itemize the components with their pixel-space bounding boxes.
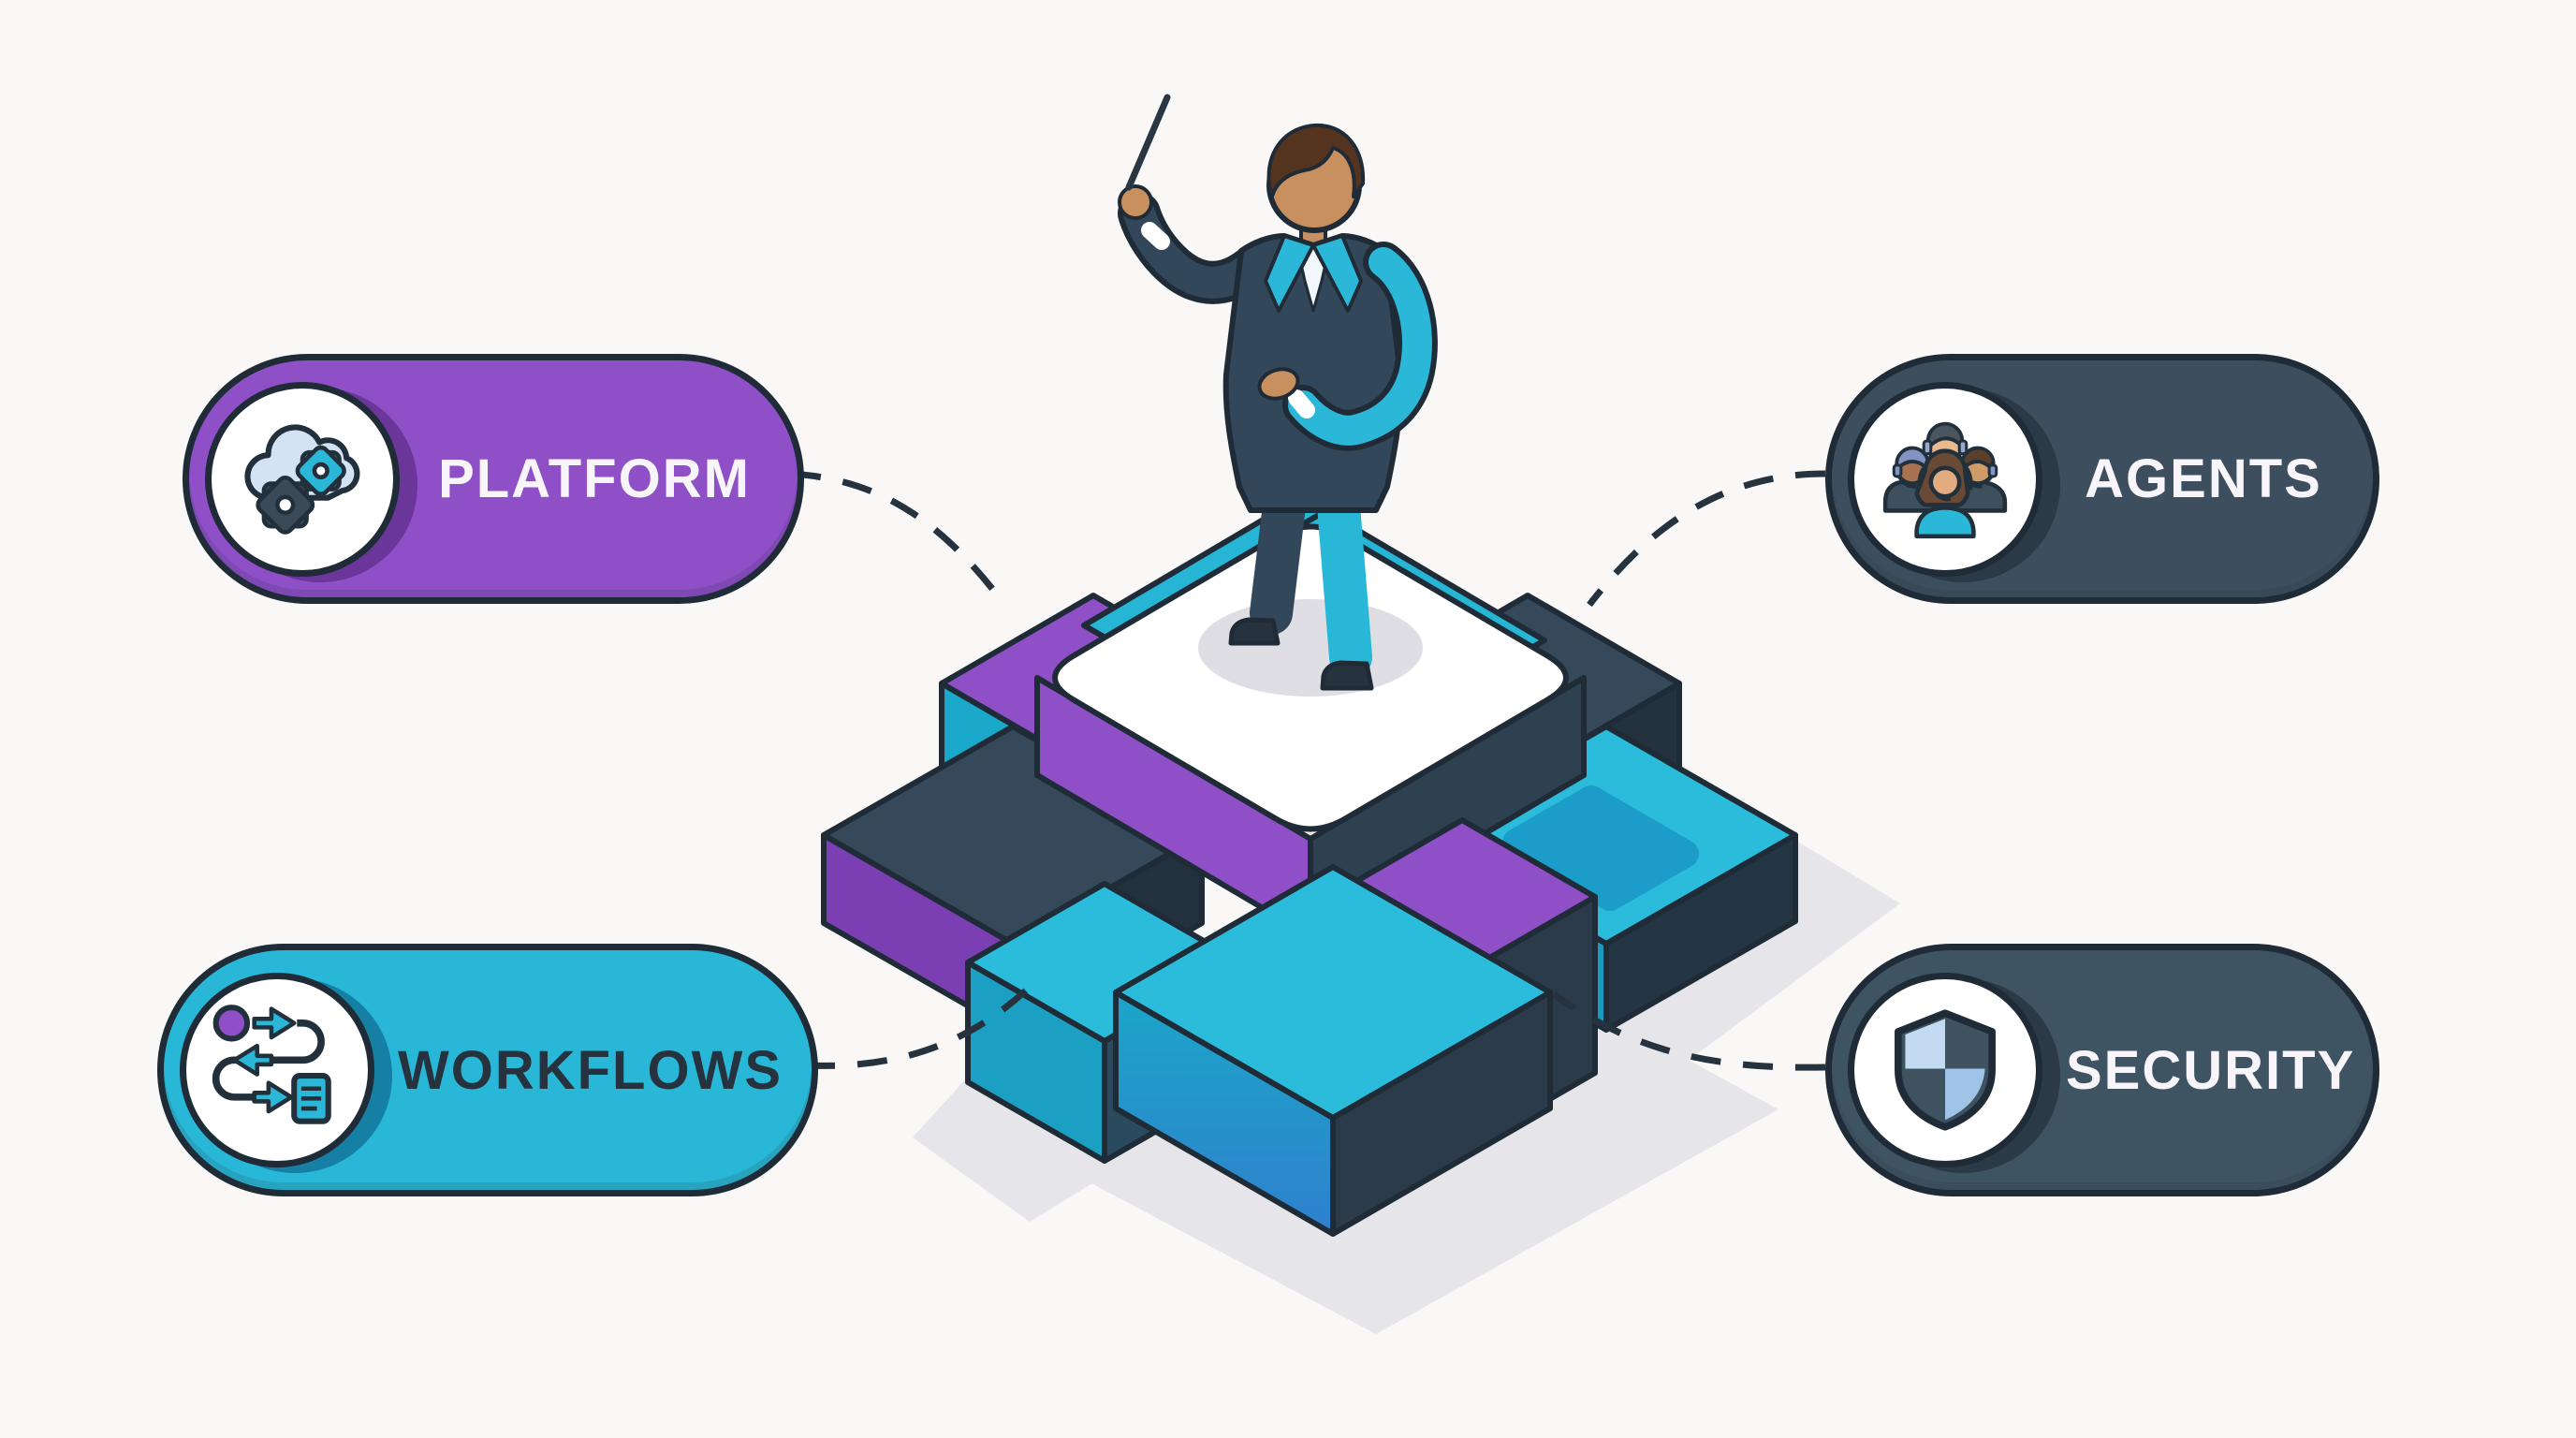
support-team-icon: [1882, 421, 2008, 538]
workflows-label: WORKFLOWS: [398, 1039, 783, 1101]
right-shoe: [1320, 660, 1374, 691]
security-pill: SECURITY: [1825, 944, 2379, 1196]
left-lapel: [1264, 234, 1315, 313]
cloud-gears-icon: [244, 423, 360, 535]
agents-pill: AGENTS: [1825, 354, 2379, 604]
connector-agents: [1587, 470, 1826, 608]
security-badge: [1832, 950, 2066, 1190]
shield-icon: [1895, 1009, 1996, 1131]
workflows-pill: WORKFLOWS: [157, 944, 818, 1196]
right-hand: [1257, 367, 1300, 401]
hair: [1266, 123, 1366, 198]
flowchart-icon: [212, 1005, 331, 1124]
dark-gear: [256, 475, 315, 535]
agents-label: AGENTS: [2085, 448, 2322, 509]
right-lapel: [1311, 234, 1363, 313]
left-hand: [1118, 184, 1153, 220]
connector-workflows: [804, 988, 1029, 1069]
platform-pill: PLATFORM: [183, 354, 804, 604]
left-shoe: [1228, 617, 1281, 646]
teal-gear: [295, 445, 346, 496]
security-label: SECURITY: [2066, 1039, 2356, 1101]
block-front-cyan-slab: [1113, 864, 1553, 1237]
workflows-badge: [164, 950, 398, 1190]
connector-security: [1551, 991, 1826, 1071]
connector-platform: [790, 470, 1006, 606]
conductor-figure: [1118, 94, 1438, 697]
platform-label: PLATFORM: [438, 448, 751, 509]
platform-badge: [189, 360, 423, 597]
isometric-block-cluster: [821, 493, 1798, 1237]
agents-badge: [1832, 360, 2066, 597]
baton: [1125, 94, 1171, 191]
